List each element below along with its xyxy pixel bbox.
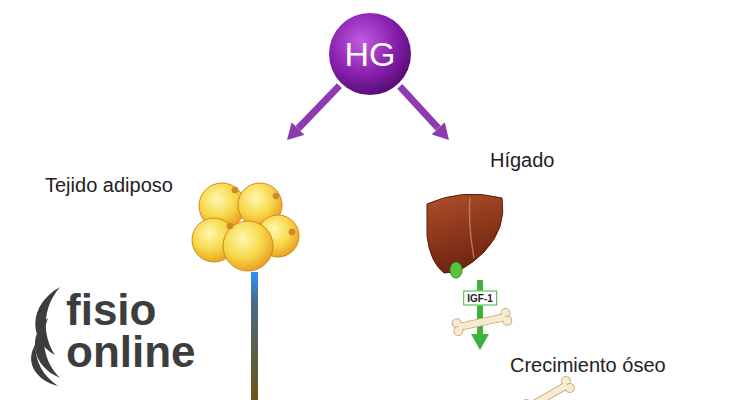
logo-swirl [31, 287, 60, 386]
node-text: HG [345, 34, 396, 75]
node-text: Tejido adiposo [45, 173, 173, 197]
edge-label: IGF-1 [463, 291, 497, 306]
node-text: Hígado [490, 148, 555, 172]
logo-text: fisio [66, 288, 156, 332]
hormone-circle-fill [329, 13, 411, 95]
logo-text: online [66, 330, 196, 374]
hormone-circle: HG [328, 12, 412, 96]
fat-cells [192, 183, 299, 271]
tissue-node: Tejido adiposo [40, 140, 315, 275]
effect-node: Crecimiento óseo [470, 350, 672, 380]
organ-node: Hígado [420, 140, 580, 280]
liver [427, 194, 503, 278]
arrow-connector [400, 86, 438, 128]
gradient-arrow [251, 272, 258, 400]
bone [520, 375, 576, 400]
arrow-connector [298, 86, 339, 129]
bone [451, 308, 512, 337]
node-text: Crecimiento óseo [510, 353, 666, 377]
